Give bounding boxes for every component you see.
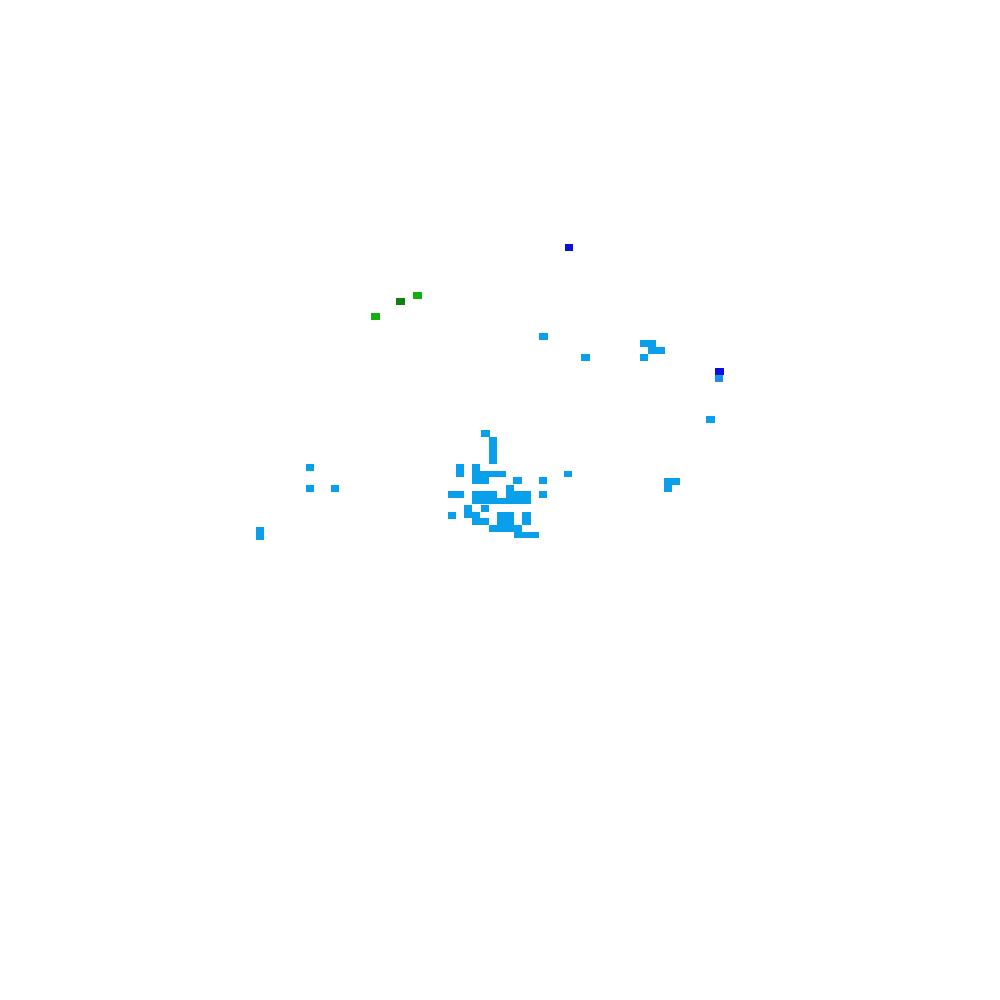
map-cell-light-blue <box>640 340 656 347</box>
map-cell-light-blue <box>472 498 531 504</box>
map-cell-light-blue <box>472 518 489 525</box>
map-cells <box>256 244 724 540</box>
map-cell-light-blue <box>706 416 715 423</box>
map-cell-light-blue <box>522 518 531 525</box>
map-cell-mid-blue <box>715 375 723 382</box>
map-cell-light-blue <box>497 512 514 519</box>
map-cell-dark-green <box>396 298 405 305</box>
map-cell-light-blue <box>256 527 264 540</box>
map-cell-light-blue <box>522 512 531 519</box>
map-cell-light-blue <box>464 505 472 512</box>
map-cell-light-blue <box>331 485 339 492</box>
map-cell-light-blue <box>506 485 514 492</box>
map-cell-light-blue <box>481 505 489 512</box>
map-cell-light-blue <box>564 471 572 477</box>
map-cell-light-blue <box>664 485 672 492</box>
map-cell-light-blue <box>489 437 497 464</box>
map-cell-light-blue <box>306 485 314 492</box>
map-cell-light-blue <box>480 477 489 484</box>
map-cell-light-blue <box>456 464 464 477</box>
map-cell-light-blue <box>464 512 480 518</box>
map-cell-light-blue <box>306 464 314 471</box>
map-cell-light-blue <box>648 347 665 354</box>
map-cell-light-blue <box>481 430 490 437</box>
map-cell-dark-blue <box>565 244 573 251</box>
map-cell-light-blue <box>664 478 680 485</box>
map-cell-green <box>371 313 380 320</box>
map-cell-light-blue <box>514 532 539 538</box>
map-cell-light-blue <box>506 491 531 498</box>
map-cell-light-blue <box>448 491 464 498</box>
map-cell-light-blue <box>448 512 456 519</box>
map-cell-light-blue <box>497 518 514 525</box>
map-cell-light-blue <box>480 471 506 477</box>
map-cell-light-blue <box>539 333 548 340</box>
map-cell-light-blue <box>539 477 547 484</box>
map-cell-light-blue <box>489 525 522 532</box>
map-cell-light-blue <box>472 464 480 484</box>
map-cell-green <box>413 292 422 299</box>
map-cell-light-blue <box>581 354 590 361</box>
map-cell-light-blue <box>539 491 547 498</box>
map-cell-light-blue <box>640 354 648 361</box>
map-cell-light-blue <box>472 491 497 498</box>
map-cell-dark-blue <box>715 368 724 375</box>
map-cell-light-blue <box>513 477 522 484</box>
